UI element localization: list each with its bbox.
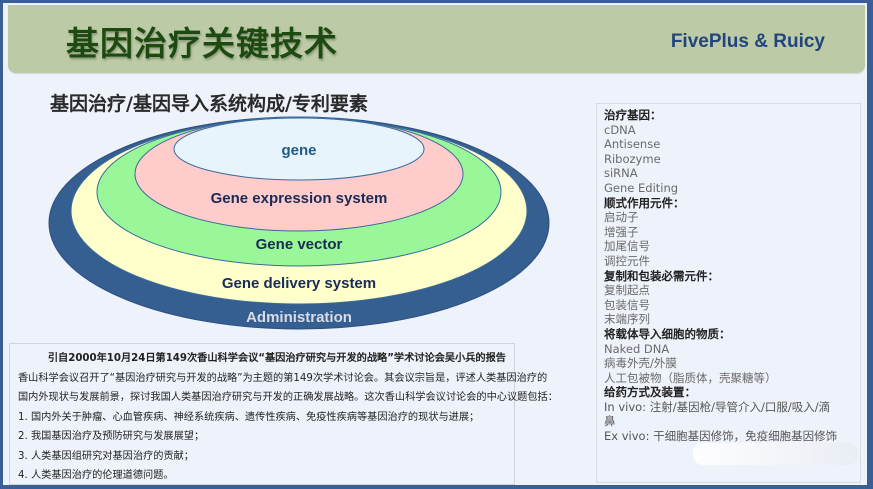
list-item: Gene Editing [604,180,679,195]
topic-item: 2. 我国基因治疗及预防研究与发展展望； [18,431,205,442]
list-item: Ex vivo: 干细胞基因修饰，免疫细胞基因修饰 [604,429,838,444]
label-administration: Administration [246,309,352,326]
label-gene-expression-system: Gene expression system [211,190,388,207]
header-banner: 基因治疗关键技术 FivePlus & Ruicy [8,5,865,73]
list-item: Naked DNA [604,341,670,356]
patent-elements-panel: 治疗基因： cDNA Antisense Ribozyme siRNA Gene… [596,103,861,483]
section-heading: 将载体导入细胞的物质： [604,326,731,341]
quote-box: 引自2000年10月24日第149次香山科学会议“基因治疗研究与开发的战略”学术… [9,343,558,485]
list-item: siRNA [604,166,638,181]
layer-gene [173,117,425,181]
list-item: 人工包被物（脂质体，壳聚糖等） [604,370,777,385]
list-item: 调控元件 [604,253,650,268]
section-heading: 复制和包装必需元件： [604,268,719,283]
page-title: 基因治疗关键技术 [66,24,338,63]
section-heading: 给药方式及装置： [604,385,696,400]
list-item: 复制起点 [604,283,650,298]
list-item: In vivo: 注射/基因枪/导管介入/口服/吸入/滴 [604,399,831,414]
quote-body-line: 国内外现状与发展前景，探讨我国人类基因治疗研究与开发的正确发展战略。这次香山科学… [18,392,558,403]
quote-heading: 引自2000年10月24日第149次香山科学会议“基因治疗研究与开发的战略”学术… [47,353,506,364]
list-item: Ribozyme [604,151,661,166]
label-gene-vector: Gene vector [256,236,343,253]
list-item: 末端序列 [604,312,650,327]
quote-body-line: 香山科学会议召开了“基因治疗研究与开发的战略”为主题的第149次学术讨论会。其会… [18,372,548,384]
list-item: Antisense [604,137,661,152]
list-item: 启动子 [604,210,639,225]
slide: 基因治疗关键技术 FivePlus & Ruicy 基因治疗/基因导入系统构成/… [3,3,867,485]
brand-label: FivePlus & Ruicy [670,31,825,52]
label-gene: gene [281,142,316,159]
list-item: 包装信号 [604,297,650,312]
label-gene-delivery-system: Gene delivery system [222,275,376,292]
topic-item: 3. 人类基因组研究对基因治疗的贡献； [18,450,194,462]
list-item: 加尾信号 [604,239,650,254]
list-item: 病毒外壳/外膜 [604,356,677,371]
topic-item: 4. 人类基因治疗的伦理道德问题。 [18,470,174,481]
nested-layers-diagram: gene Gene expression system Gene vector … [48,116,550,330]
section-heading: 顺式作用元件： [604,195,685,210]
topic-item: 1. 国内外关于肿瘤、心血管疾病、神经系统疾病、遗传性疾病、免疫性疾病等基因治疗… [18,411,480,423]
section-subtitle: 基因治疗/基因导入系统构成/专利要素 [50,93,368,115]
list-item: 增强子 [604,224,639,239]
list-item: 鼻 [604,414,616,429]
section-heading: 治疗基因： [604,108,662,122]
watermark-overlay [693,443,858,465]
list-item: cDNA [604,122,636,137]
